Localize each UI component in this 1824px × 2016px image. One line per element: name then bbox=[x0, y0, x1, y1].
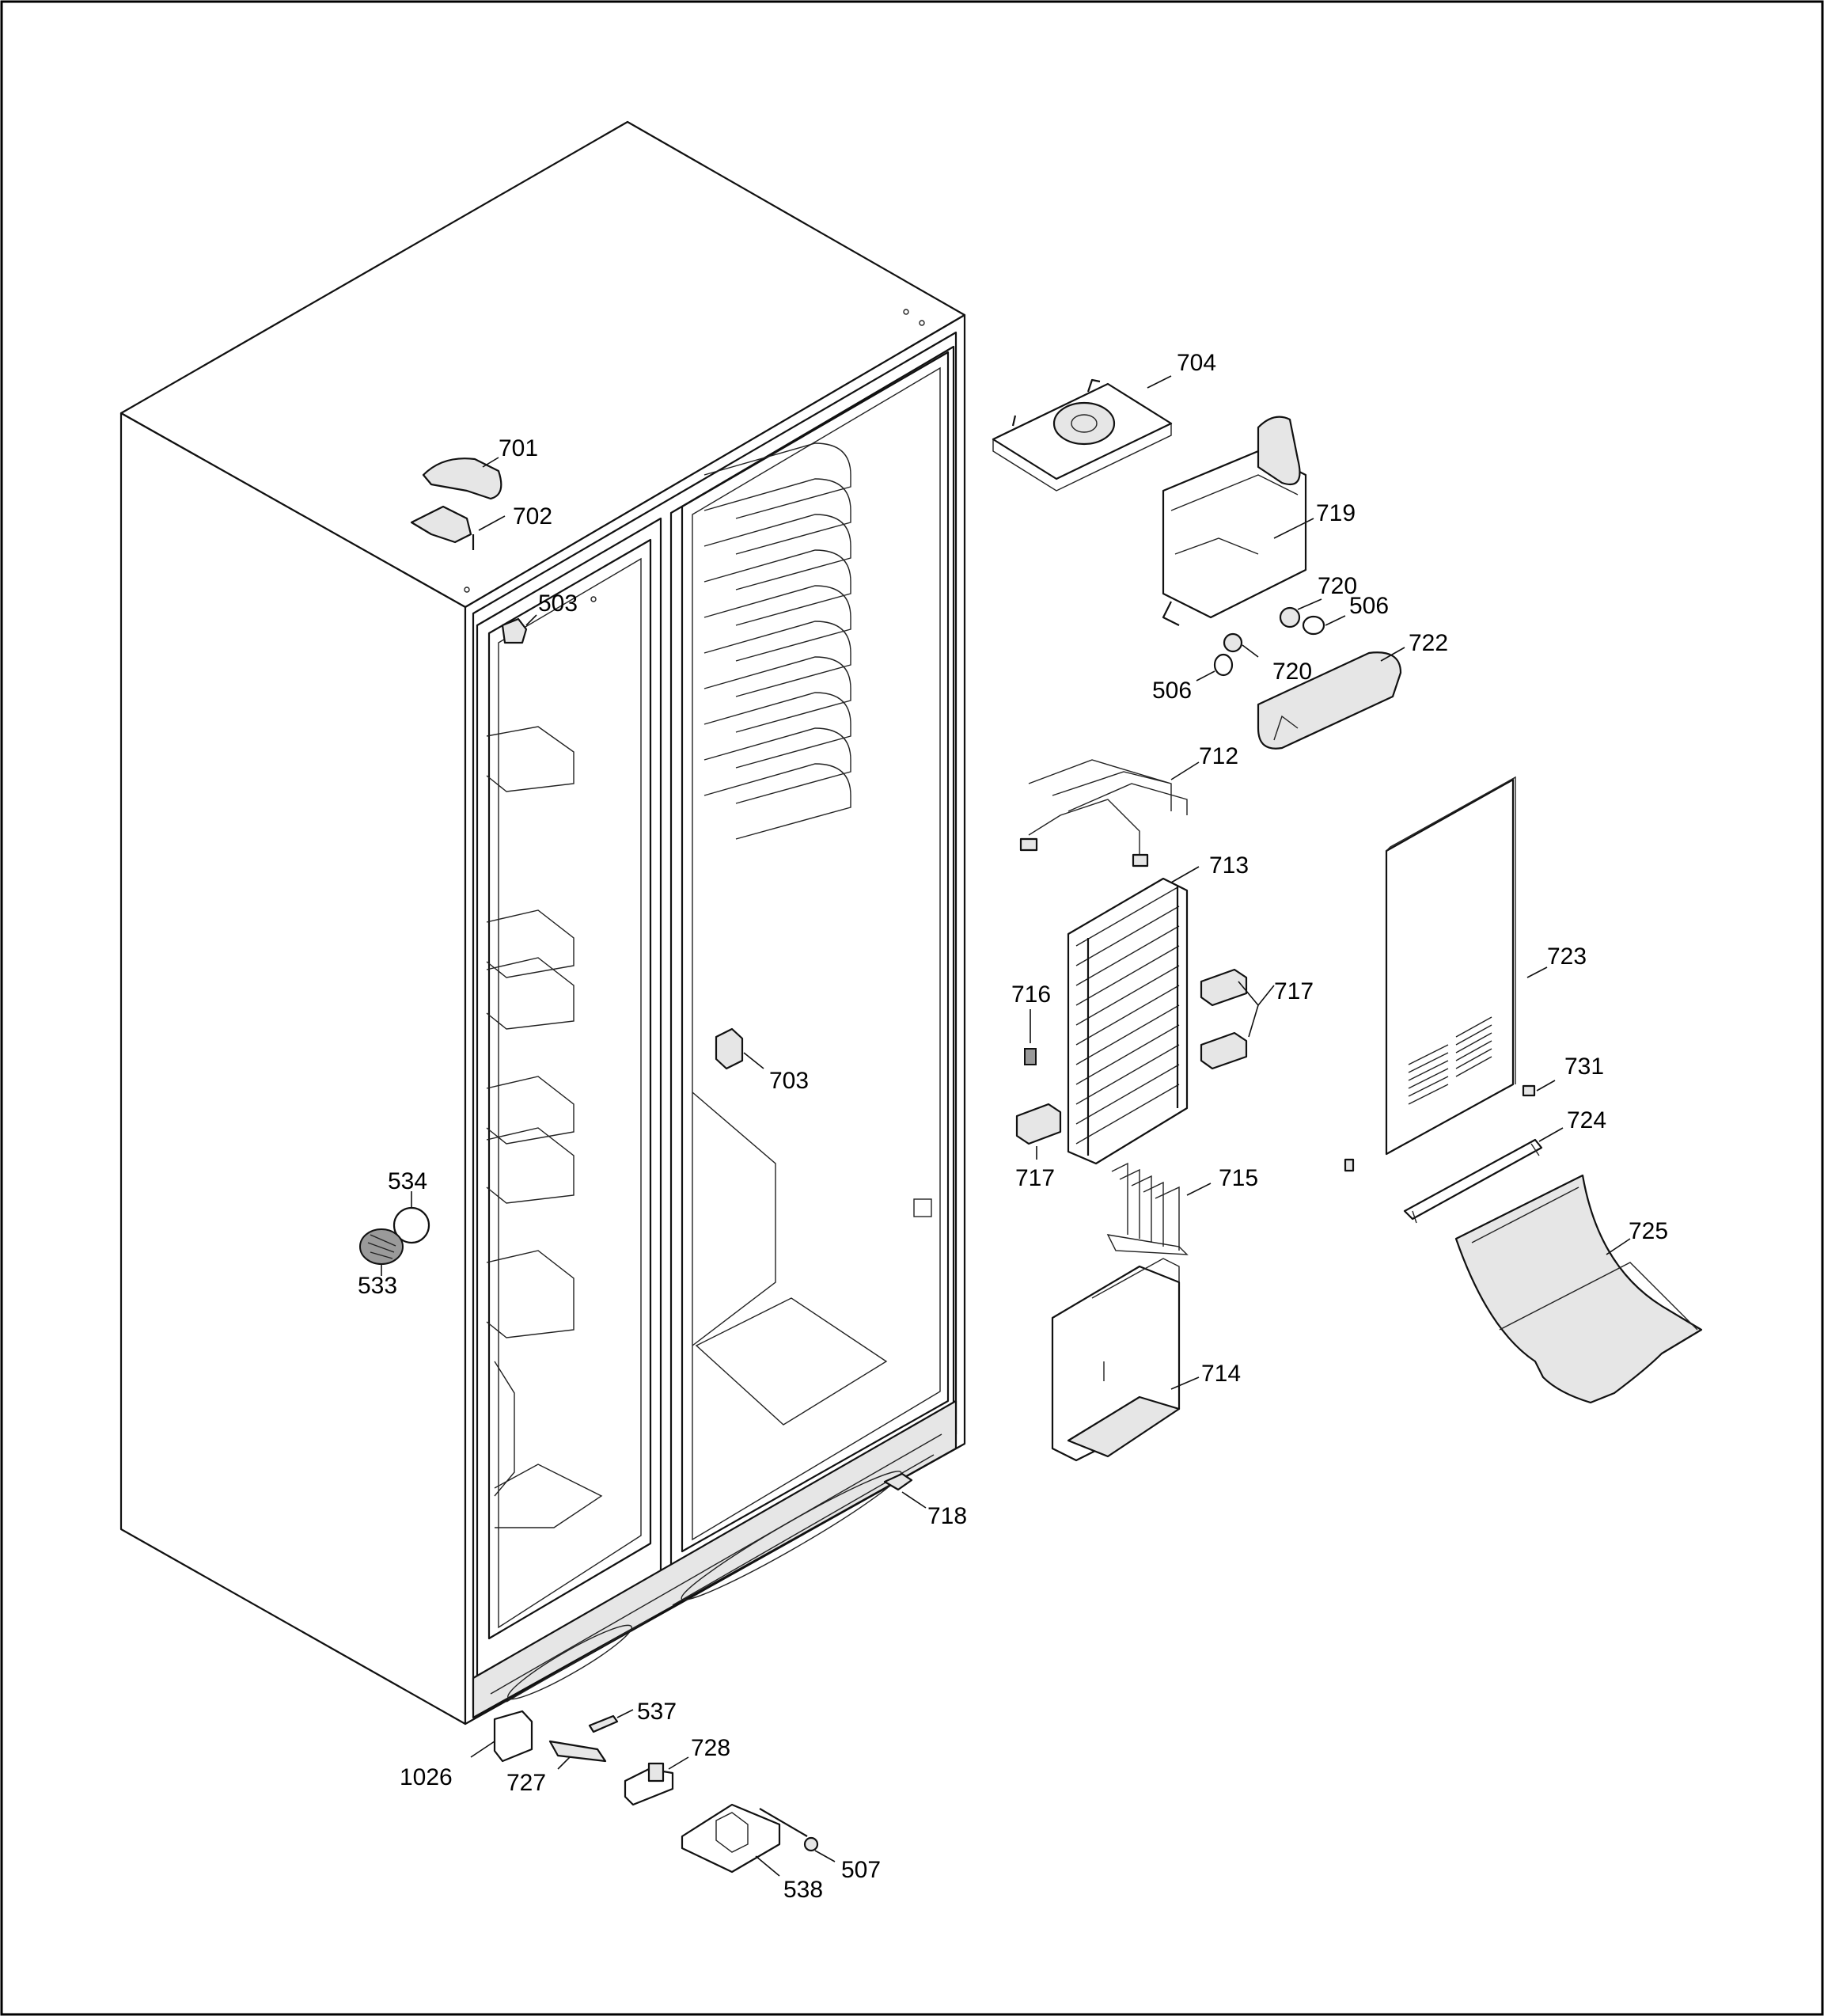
part-537-spring bbox=[588, 1709, 634, 1733]
callout-labels: 701 702 503 704 719 720 506 720 506 722 … bbox=[358, 350, 1668, 1903]
part-small-clip bbox=[1344, 1158, 1355, 1172]
callout-703: 703 bbox=[769, 1068, 809, 1094]
part-728-hinge bbox=[624, 1756, 689, 1806]
callout-702: 702 bbox=[513, 503, 552, 530]
part-704-fan-assembly bbox=[992, 375, 1173, 492]
callout-506: 506 bbox=[1152, 678, 1192, 704]
callout-701: 701 bbox=[499, 435, 538, 461]
callout-537: 537 bbox=[637, 1699, 677, 1725]
callout-715: 715 bbox=[1219, 1165, 1258, 1191]
part-701-hinge-cover bbox=[422, 457, 502, 500]
callout-712: 712 bbox=[1199, 743, 1238, 769]
callout-718: 718 bbox=[927, 1503, 967, 1529]
part-716-clip bbox=[1024, 1009, 1037, 1065]
part-534-533-grille bbox=[359, 1191, 430, 1276]
callout-716: 716 bbox=[1011, 981, 1051, 1008]
callout-723: 723 bbox=[1547, 943, 1587, 970]
callout-503: 503 bbox=[538, 590, 578, 617]
callout-720: 720 bbox=[1272, 659, 1312, 685]
part-731-clip bbox=[1522, 1080, 1556, 1097]
part-719-housing bbox=[1162, 416, 1314, 626]
part-715-heater bbox=[1106, 1162, 1212, 1255]
part-725-shield bbox=[1454, 1174, 1703, 1404]
refrigerator-cabinet bbox=[119, 120, 966, 1726]
part-712-wire-harness bbox=[1019, 759, 1200, 868]
callout-714: 714 bbox=[1201, 1361, 1241, 1387]
part-1026-hinge bbox=[470, 1710, 533, 1763]
part-503-bracket bbox=[501, 614, 537, 644]
callout-724: 724 bbox=[1567, 1107, 1606, 1133]
part-713-evaporator bbox=[1067, 866, 1200, 1165]
part-718-clip bbox=[883, 1472, 927, 1509]
part-717-blocks bbox=[1015, 968, 1275, 1160]
callout-722: 722 bbox=[1409, 630, 1448, 656]
callout-507: 507 bbox=[841, 1857, 881, 1883]
part-727-bracket bbox=[548, 1740, 607, 1770]
part-702-top-hinge bbox=[410, 505, 506, 550]
callout-720: 720 bbox=[1318, 573, 1357, 599]
part-507-bolt bbox=[759, 1808, 836, 1862]
part-703-switch bbox=[715, 1027, 764, 1070]
callout-704: 704 bbox=[1177, 350, 1216, 376]
callout-506: 506 bbox=[1349, 593, 1389, 619]
callout-538: 538 bbox=[783, 1877, 823, 1903]
callout-727: 727 bbox=[506, 1770, 546, 1796]
callout-533: 533 bbox=[358, 1273, 397, 1299]
callout-731: 731 bbox=[1564, 1054, 1604, 1080]
part-720-506-bulbs bbox=[1196, 598, 1346, 681]
callout-534: 534 bbox=[388, 1168, 427, 1194]
callout-717: 717 bbox=[1274, 978, 1314, 1004]
callout-728: 728 bbox=[691, 1735, 730, 1761]
callout-713: 713 bbox=[1209, 852, 1249, 879]
part-714-cover bbox=[1051, 1258, 1200, 1462]
callout-1026: 1026 bbox=[400, 1764, 453, 1790]
part-724-bracket bbox=[1403, 1127, 1564, 1224]
part-538-bottom-hinge bbox=[681, 1803, 781, 1877]
callout-725: 725 bbox=[1629, 1218, 1668, 1244]
part-723-panel bbox=[1385, 776, 1548, 1156]
callout-717: 717 bbox=[1015, 1165, 1055, 1191]
part-722-light-cover bbox=[1257, 647, 1405, 750]
callout-719: 719 bbox=[1316, 500, 1356, 526]
